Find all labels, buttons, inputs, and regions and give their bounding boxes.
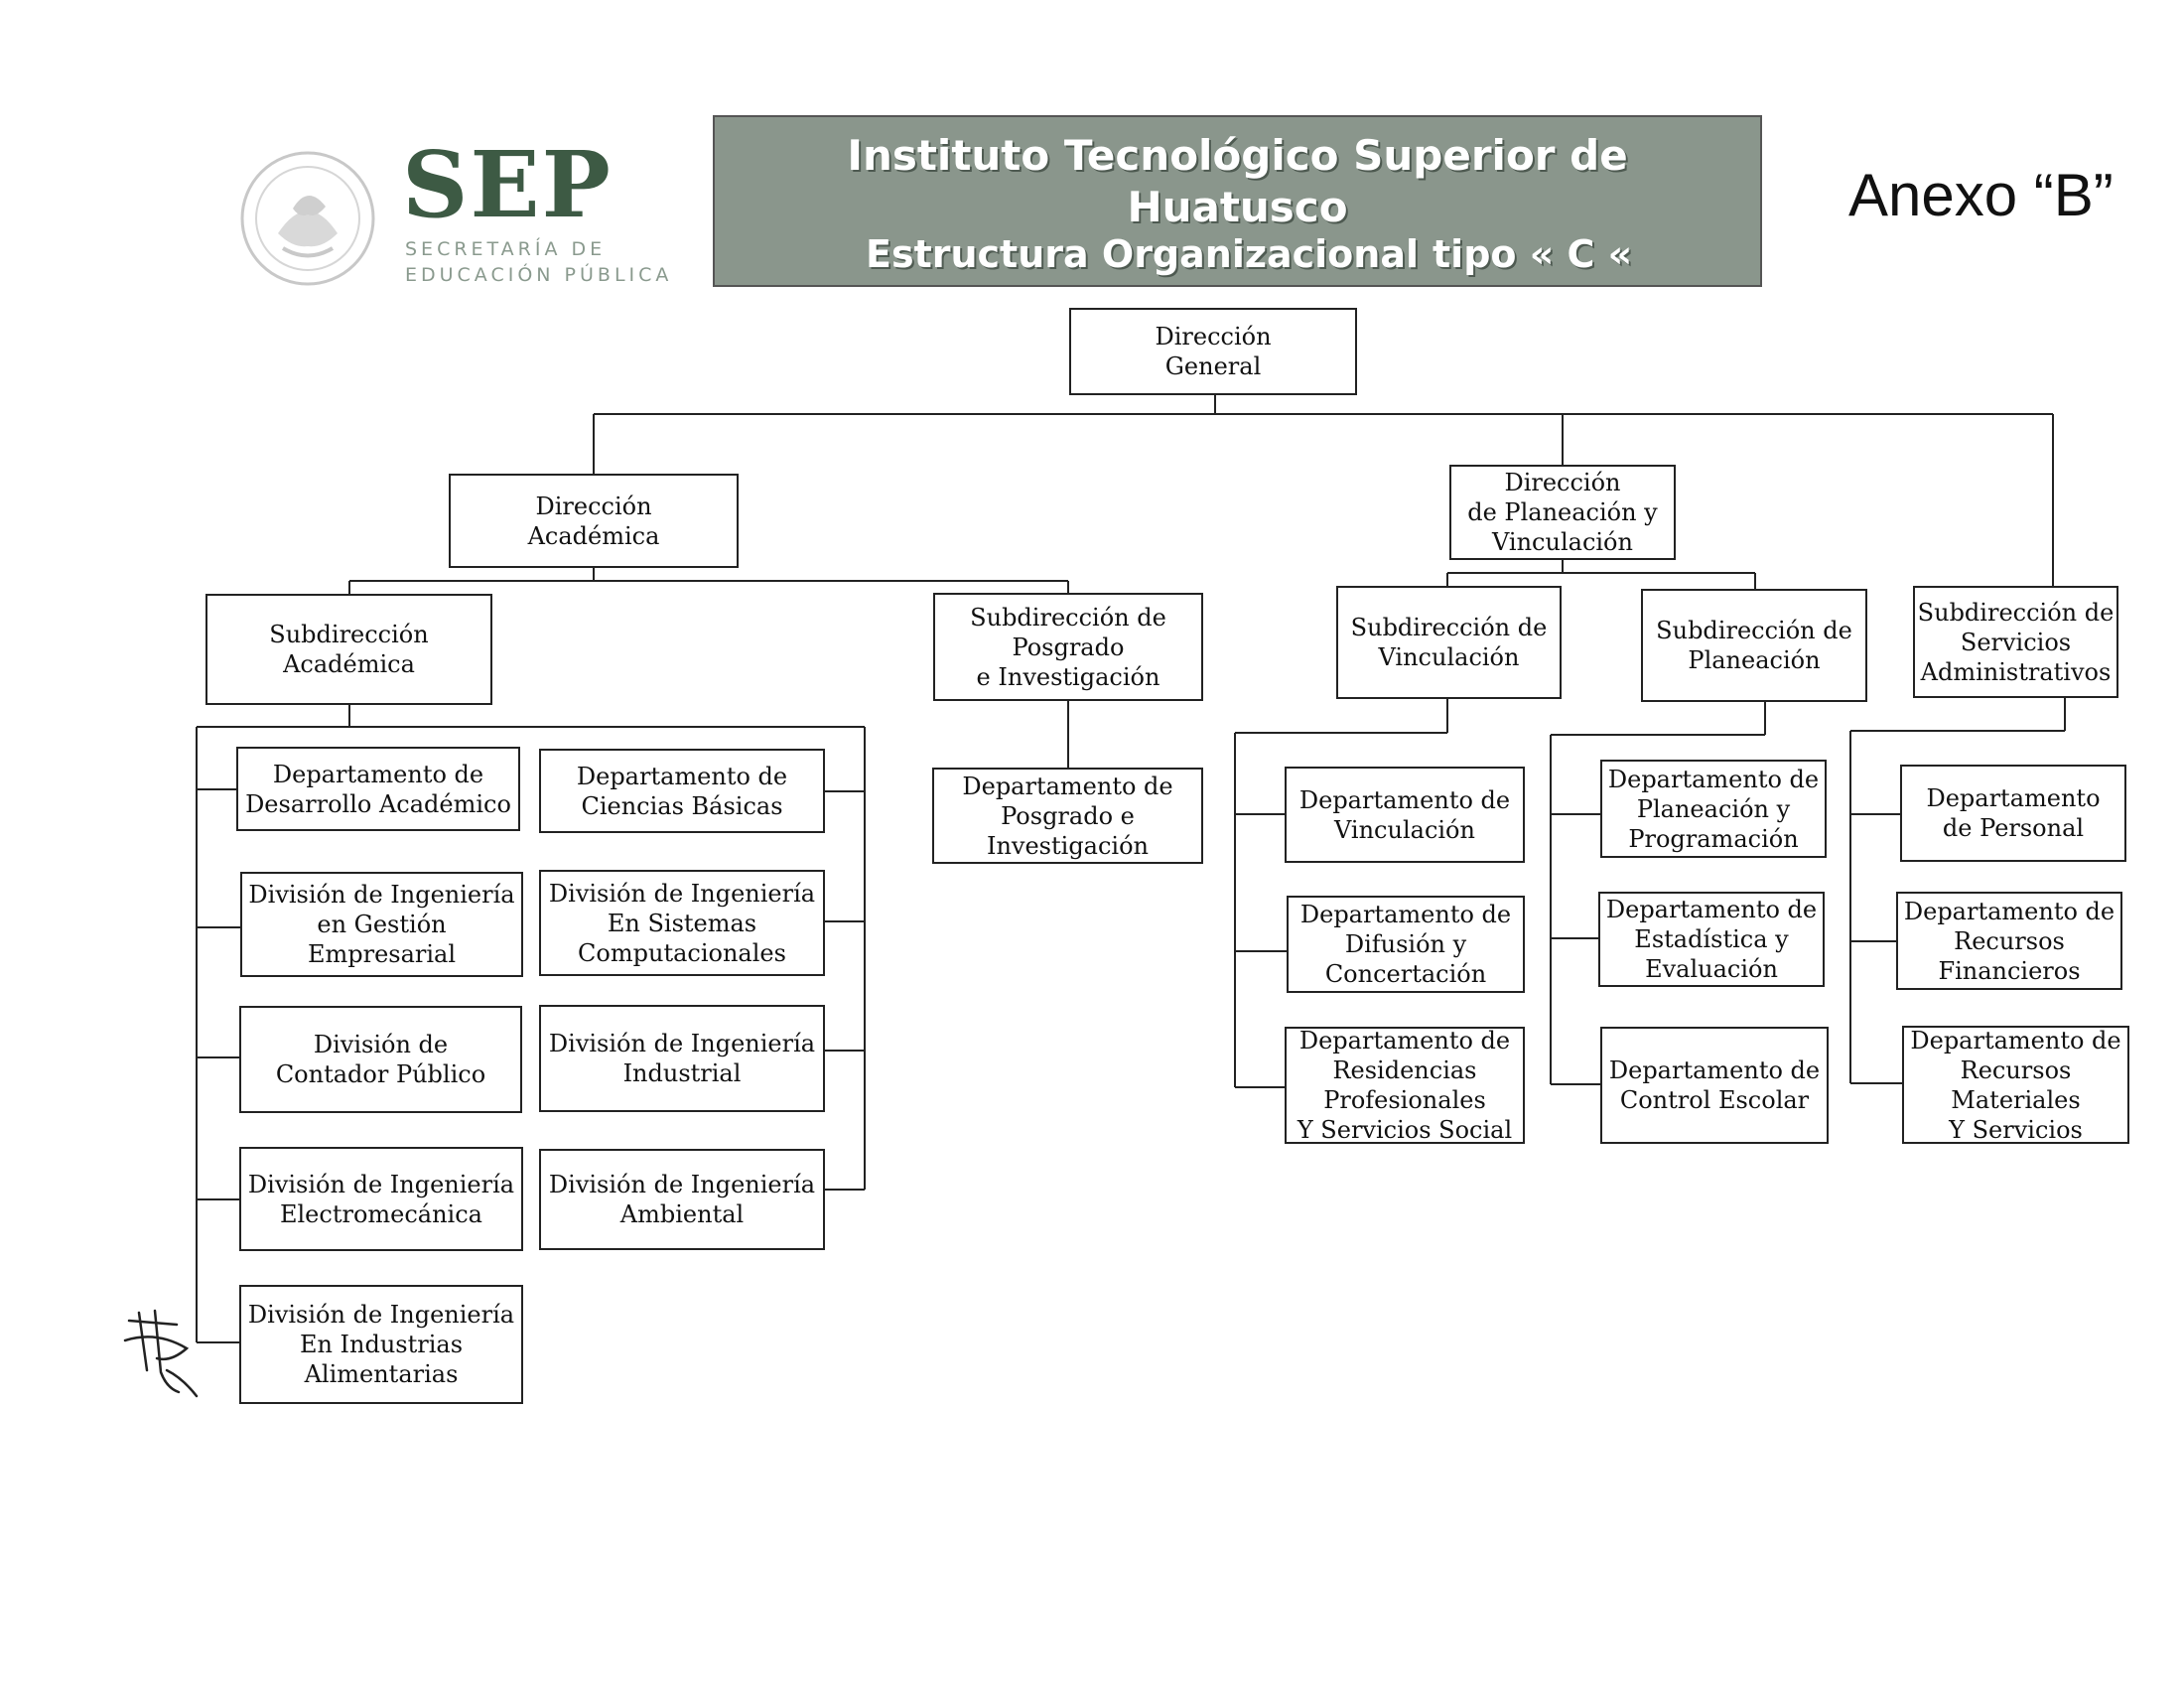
sep-subtitle-line2: EDUCACIÓN PÚBLICA xyxy=(405,264,673,286)
box-depto-difusion-concertacion: Departamento de Difusión y Concertación xyxy=(1287,896,1525,993)
box-depto-recursos-materiales: Departamento de Recursos Materiales Y Se… xyxy=(1902,1026,2129,1144)
box-subdireccion-posgrado: Subdirección de Posgrado e Investigación xyxy=(933,593,1203,701)
box-depto-planeacion-programacion: Departamento de Planeación y Programació… xyxy=(1600,760,1827,858)
box-depto-control-escolar: Departamento de Control Escolar xyxy=(1600,1027,1829,1144)
box-div-gestion-empresarial: División de Ingeniería en Gestión Empres… xyxy=(240,872,523,977)
signature-mark xyxy=(123,1309,199,1398)
box-div-industrias-alimentarias: División de Ingeniería En Industrias Ali… xyxy=(239,1285,523,1404)
banner-title-line2: Huatusco xyxy=(1127,183,1348,231)
box-subdireccion-servicios: Subdirección de Servicios Administrativo… xyxy=(1913,586,2118,698)
box-depto-vinculacion: Departamento de Vinculación xyxy=(1285,767,1525,863)
box-direccion-planeacion-vinculacion: Dirección de Planeación y Vinculación xyxy=(1449,465,1676,560)
sep-logo: SEP SECRETARÍA DE EDUCACIÓN PÚBLICA xyxy=(238,139,675,288)
banner-structure-label: Estructura Organizacional xyxy=(866,232,1419,276)
box-subdireccion-academica: Subdirección Académica xyxy=(205,594,492,705)
box-div-sistemas-computacionales: División de Ingeniería En Sistemas Compu… xyxy=(539,870,825,976)
banner-type-label: tipo « C « xyxy=(1433,232,1633,276)
box-div-electromecanica: División de Ingeniería Electromecánica xyxy=(239,1147,523,1251)
box-depto-estadistica-evaluacion: Departamento de Estadística y Evaluación xyxy=(1598,892,1825,987)
title-banner: Instituto Tecnológico Superior de Huatus… xyxy=(713,115,1762,287)
annex-label: Anexo “B” xyxy=(1848,162,2114,228)
box-subdireccion-planeacion: Subdirección de Planeación xyxy=(1641,589,1867,702)
box-depto-desarrollo-academico: Departamento de Desarrollo Académico xyxy=(236,747,520,831)
mexican-seal-icon xyxy=(240,151,375,286)
box-depto-residencias-profesionales: Departamento de Residencias Profesionale… xyxy=(1285,1027,1525,1144)
box-div-industrial: División de Ingeniería Industrial xyxy=(539,1005,825,1112)
box-subdireccion-vinculacion: Subdirección de Vinculación xyxy=(1336,586,1562,699)
box-depto-ciencias-basicas: Departamento de Ciencias Básicas xyxy=(539,749,825,833)
sep-subtitle: SECRETARÍA DE EDUCACIÓN PÚBLICA xyxy=(405,236,672,288)
box-depto-recursos-financieros: Departamento de Recursos Financieros xyxy=(1896,892,2122,990)
banner-title-line1: Instituto Tecnológico Superior de xyxy=(847,131,1628,180)
box-direccion-general: Dirección General xyxy=(1069,308,1357,395)
sep-subtitle-line1: SECRETARÍA DE xyxy=(405,238,607,260)
box-div-ambiental: División de Ingeniería Ambiental xyxy=(539,1149,825,1250)
box-div-contador-publico: División de Contador Público xyxy=(239,1006,522,1113)
box-direccion-academica: Dirección Académica xyxy=(449,474,739,568)
box-depto-personal: Departamento de Personal xyxy=(1900,765,2126,862)
box-depto-posgrado-investigacion: Departamento de Posgrado e Investigación xyxy=(932,768,1203,864)
sep-wordmark: SEP xyxy=(402,131,613,238)
